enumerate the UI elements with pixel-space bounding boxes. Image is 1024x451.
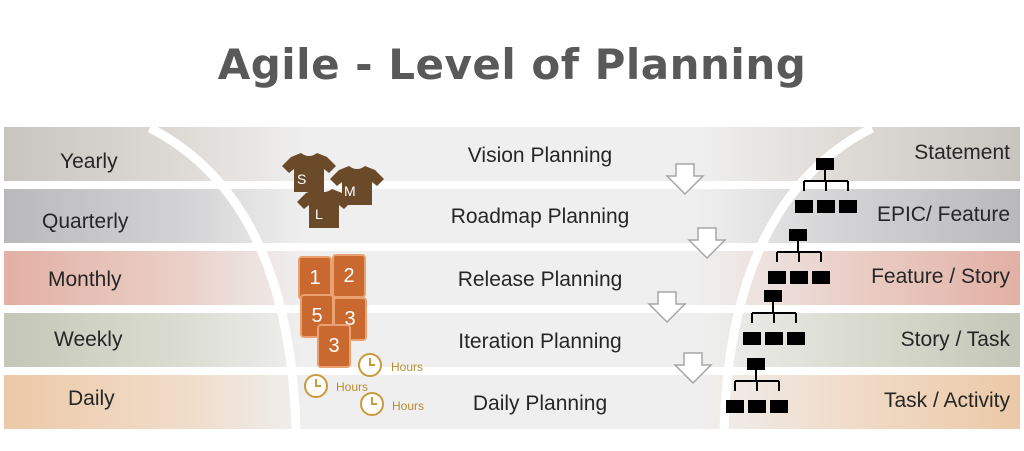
band-yearly-left — [4, 127, 304, 181]
level-label-release: Release Planning — [0, 268, 1024, 292]
period-label-yearly: Yearly — [60, 150, 118, 173]
level-label-release-text: Release Planning — [457, 268, 623, 291]
story-card-icon: 3 — [317, 324, 351, 368]
hierarchy-icon — [795, 158, 857, 213]
item-label-task-activity: Task / Activity — [883, 389, 1010, 412]
item-label-feature-story: Feature / Story — [871, 265, 1010, 288]
hours-label: Hours — [392, 399, 425, 413]
period-label-daily: Daily — [68, 387, 115, 410]
level-label-vision: Vision Planning — [0, 144, 1024, 168]
level-label-daily-text: Daily Planning — [472, 392, 608, 415]
period-label-monthly: Monthly — [48, 268, 122, 291]
level-label-roadmap: Roadmap Planning — [0, 205, 1024, 229]
clock-icon — [360, 392, 384, 416]
level-label-iteration: Iteration Planning — [0, 330, 1024, 354]
period-label-quarterly: Quarterly — [42, 210, 129, 233]
band-weekly-left — [4, 313, 304, 367]
level-label-vision-text: Vision Planning — [467, 144, 613, 167]
tshirt-size-l: L — [315, 206, 323, 222]
clock-icon — [304, 374, 328, 398]
arrow-down-icon — [665, 163, 705, 196]
story-card-icon: 2 — [332, 254, 366, 298]
band-monthly — [4, 251, 1020, 305]
item-label-epic-feature: EPIC/ Feature — [876, 203, 1010, 226]
tshirt-icon — [297, 189, 351, 228]
arrow-down-icon — [647, 291, 687, 324]
band-daily-left — [4, 375, 304, 429]
level-label-iteration-text: Iteration Planning — [458, 330, 622, 353]
band-daily — [4, 375, 1020, 429]
arrow-down-icon — [673, 352, 713, 385]
hierarchy-icon — [726, 358, 788, 413]
hours-label: Hours — [391, 360, 424, 374]
band-monthly-left — [4, 251, 304, 305]
page-title: Agile - Level of Planning — [217, 40, 807, 89]
story-card-icon: 1 — [298, 256, 332, 300]
level-label-roadmap-text: Roadmap Planning — [450, 205, 630, 228]
hours-label: Hours — [336, 380, 369, 394]
hierarchy-icon — [768, 229, 830, 284]
tshirt-icon — [282, 153, 336, 192]
tshirt-size-m: M — [344, 183, 356, 199]
clock-icon — [358, 353, 382, 377]
period-label-weekly: Weekly — [54, 328, 123, 351]
tshirt-size-s: S — [297, 171, 307, 187]
band-quarterly-right — [700, 189, 1020, 243]
arrow-down-icon — [687, 227, 727, 260]
band-quarterly — [4, 189, 1020, 243]
hierarchy-icon — [743, 290, 805, 345]
level-label-daily: Daily Planning — [0, 392, 1024, 416]
item-label-statement: Statement — [914, 141, 1010, 164]
item-label-story-task: Story / Task — [900, 328, 1010, 351]
